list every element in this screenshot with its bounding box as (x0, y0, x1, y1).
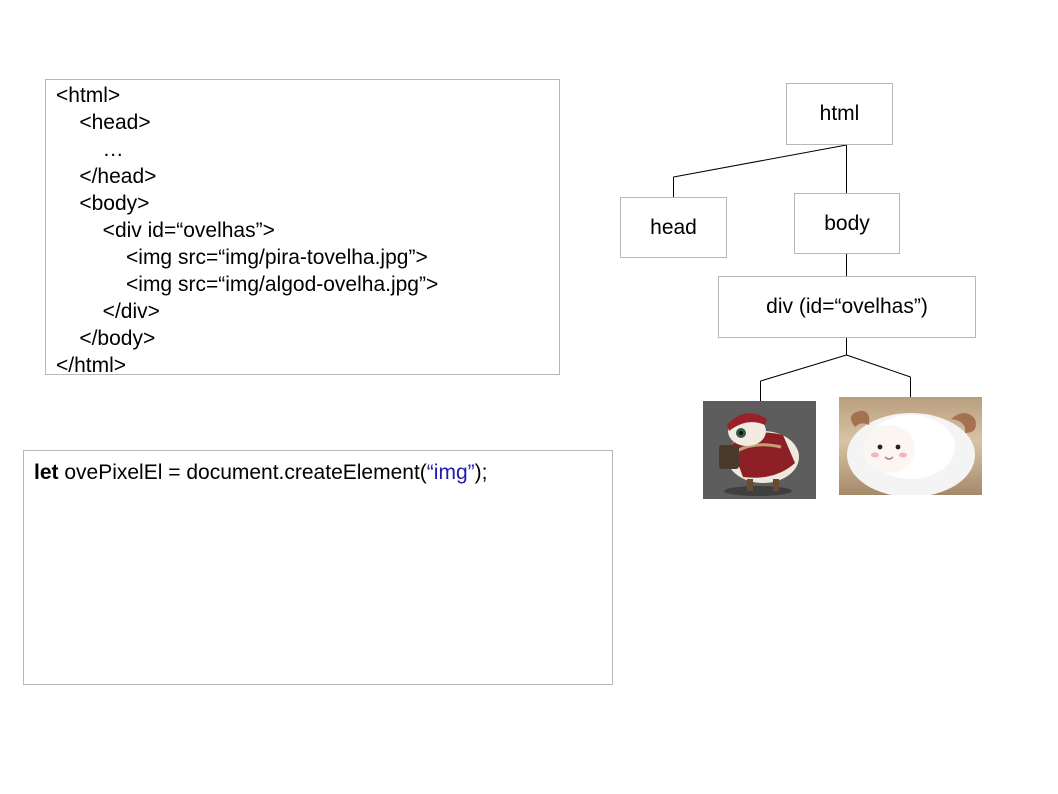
connector-div-img1 (760, 354, 847, 382)
js-code-text-end: ); (474, 461, 488, 484)
code-line: </html> (56, 354, 127, 377)
tree-node-html: html (786, 83, 893, 145)
code-line: </body> (56, 327, 156, 350)
js-string-literal: “img” (426, 461, 475, 484)
tree-node-head: head (620, 197, 727, 258)
code-line: … (56, 138, 124, 161)
tree-node-div: div (id=“ovelhas”) (718, 276, 976, 338)
code-line: </head> (56, 165, 157, 188)
html-code-panel: <html> <head> … </head> <body> <div id=“… (45, 79, 560, 377)
js-code-line: let ovePixelEl = document.createElement(… (34, 459, 612, 487)
code-line: </div> (56, 300, 160, 323)
code-line: <div id=“ovelhas”> (56, 219, 275, 242)
connector-div-img2 (846, 354, 911, 378)
js-keyword: let (34, 461, 59, 484)
js-code-panel: let ovePixelEl = document.createElement(… (23, 450, 613, 685)
plush-sheep-image (839, 397, 982, 495)
code-line: <img src=“img/pira-tovelha.jpg”> (56, 246, 428, 269)
code-line: <img src=“img/algod-ovelha.jpg”> (56, 273, 439, 296)
tree-node-body: body (794, 193, 900, 254)
code-line: <body> (56, 192, 150, 215)
js-code-text: ovePixelEl = document.createElement( (58, 461, 427, 484)
connector-html-head (673, 144, 847, 178)
code-line: <html> (56, 84, 121, 107)
code-line: <head> (56, 111, 151, 134)
pirate-sheep-image (703, 401, 816, 499)
